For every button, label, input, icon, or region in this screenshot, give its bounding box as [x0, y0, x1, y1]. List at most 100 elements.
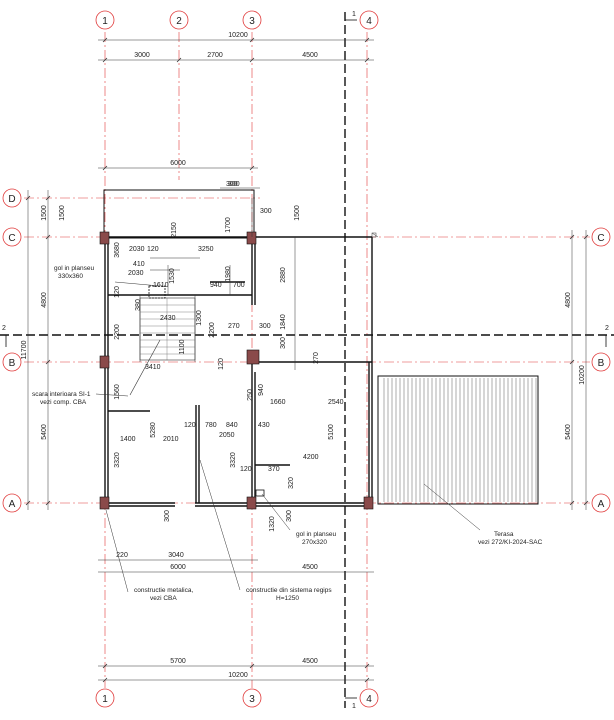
svg-text:380: 380: [135, 299, 142, 311]
svg-text:C: C: [597, 233, 604, 244]
svg-text:120: 120: [114, 286, 121, 298]
svg-text:940: 940: [258, 384, 265, 396]
note-constructie-regips-height: H=1250: [276, 595, 299, 602]
axis-bubble-A-left: A: [2, 493, 22, 513]
svg-text:B: B: [9, 358, 16, 369]
svg-text:2200: 2200: [114, 324, 121, 340]
axis-bubble-D: D: [2, 188, 22, 208]
dim-right-5400: 5400: [565, 424, 572, 440]
svg-text:2430: 2430: [160, 315, 176, 322]
svg-text:2030: 2030: [128, 270, 144, 277]
svg-text:3: 3: [249, 16, 255, 27]
svg-text:2030: 2030: [129, 246, 145, 253]
svg-text:1840: 1840: [280, 314, 287, 330]
svg-text:B: B: [598, 358, 605, 369]
axis-bubble-C-right: C: [591, 227, 611, 247]
axis-bubble-2-top: 2: [169, 10, 189, 30]
note-constructie-regips: constructie din sistema regips: [246, 587, 332, 594]
axis-bubble-C-left: C: [2, 227, 22, 247]
svg-text:320: 320: [288, 477, 295, 489]
right-dimensions: 4800 10200 5400: [565, 230, 589, 510]
dim-bottom-6000: 6000: [170, 564, 186, 571]
left-dimensions: 1500 4800 11700 5400: [21, 190, 51, 510]
svg-text:940: 940: [210, 282, 222, 289]
column-3-B: [246, 349, 260, 365]
svg-text:C: C: [8, 233, 15, 244]
svg-text:1: 1: [102, 16, 108, 27]
dim-left-4800: 4800: [41, 292, 48, 308]
svg-text:300: 300: [164, 510, 171, 522]
svg-text:120: 120: [218, 358, 225, 370]
axis-bubble-1-bottom: 1: [95, 688, 115, 708]
svg-text:700: 700: [233, 282, 245, 289]
section-mark-2-left: 2: [2, 325, 6, 332]
svg-text:3410: 3410: [145, 364, 161, 371]
axis-bubble-B-left: B: [2, 352, 22, 372]
svg-text:3680: 3680: [114, 242, 121, 258]
svg-text:5280: 5280: [150, 422, 157, 438]
svg-text:1530: 1530: [169, 268, 176, 284]
svg-text:4: 4: [366, 16, 372, 27]
svg-text:2050: 2050: [219, 432, 235, 439]
dim-left-5400: 5400: [41, 424, 48, 440]
floor-openings: [114, 281, 265, 497]
inner-dimensions: 1500 2150 1700 300 1500 300 3680 2030 12…: [59, 181, 344, 532]
svg-text:300: 300: [286, 510, 293, 522]
svg-text:430: 430: [258, 422, 270, 429]
svg-text:270: 270: [313, 352, 320, 364]
dim-bottom-5700: 5700: [170, 658, 186, 665]
svg-text:5100: 5100: [328, 424, 335, 440]
dim-d-300: 300: [228, 181, 240, 188]
svg-text:3: 3: [249, 694, 255, 705]
svg-text:270: 270: [228, 323, 240, 330]
column-1-C: [99, 231, 110, 245]
svg-text:300: 300: [259, 323, 271, 330]
dim-bottom-10200: 10200: [228, 672, 248, 679]
top-dimensions: 10200 3000 2700 4500 6000 300: [98, 32, 374, 189]
svg-text:2150: 2150: [171, 222, 178, 238]
interior-stair: [129, 297, 196, 396]
axis-bubble-4-top: 4: [359, 10, 379, 30]
dim-right-4800: 4800: [565, 292, 572, 308]
column-1-B: [99, 355, 110, 369]
note-gol-planseu-1-size: 330x360: [58, 273, 83, 280]
note-gol-planseu-2-size: 270x320: [302, 539, 327, 546]
svg-text:1400: 1400: [120, 436, 136, 443]
svg-text:1980: 1980: [225, 266, 232, 282]
note-constructie-metalica: constructie metalica,: [134, 587, 193, 594]
note-gol-planseu-1: gol in planseu: [54, 265, 94, 272]
dim-b-220: 220: [116, 552, 128, 559]
dim-right-10200: 10200: [579, 365, 586, 385]
terrace: [371, 232, 539, 505]
columns: [99, 231, 374, 510]
svg-text:3320: 3320: [114, 452, 121, 468]
svg-text:A: A: [9, 499, 16, 510]
svg-text:2880: 2880: [280, 267, 287, 283]
svg-text:2: 2: [176, 16, 182, 27]
svg-text:1100: 1100: [179, 339, 186, 354]
svg-text:300: 300: [260, 208, 272, 215]
svg-text:250: 250: [247, 389, 254, 401]
svg-text:3250: 3250: [198, 246, 214, 253]
note-terasa: Terasa: [494, 531, 514, 538]
dim-top-total: 10200: [228, 32, 248, 39]
note-constructie-metalica-ref: vezi CBA: [150, 595, 177, 602]
section-mark-1-bottom: 1: [352, 703, 356, 710]
svg-text:1700: 1700: [225, 217, 232, 233]
svg-text:3320: 3320: [230, 452, 237, 468]
svg-text:780: 780: [205, 422, 217, 429]
axis-bubble-A-right: A: [591, 493, 611, 513]
dim-top-3-4: 4500: [302, 52, 318, 59]
section-mark-1-top: 1: [352, 11, 356, 18]
axis-bubble-3-top: 3: [242, 10, 262, 30]
dim-left-1500: 1500: [41, 205, 48, 221]
svg-text:1560: 1560: [114, 384, 121, 400]
section-lines: 1 1 2 2: [0, 11, 614, 710]
svg-text:D: D: [8, 194, 15, 205]
svg-text:2200: 2200: [209, 322, 216, 338]
dim-top-1-2: 3000: [134, 52, 150, 59]
dim-bottom-4500: 4500: [302, 658, 318, 665]
annotations: gol in planseu 330x360 scara interioara …: [32, 265, 543, 602]
svg-text:370: 370: [268, 466, 280, 473]
